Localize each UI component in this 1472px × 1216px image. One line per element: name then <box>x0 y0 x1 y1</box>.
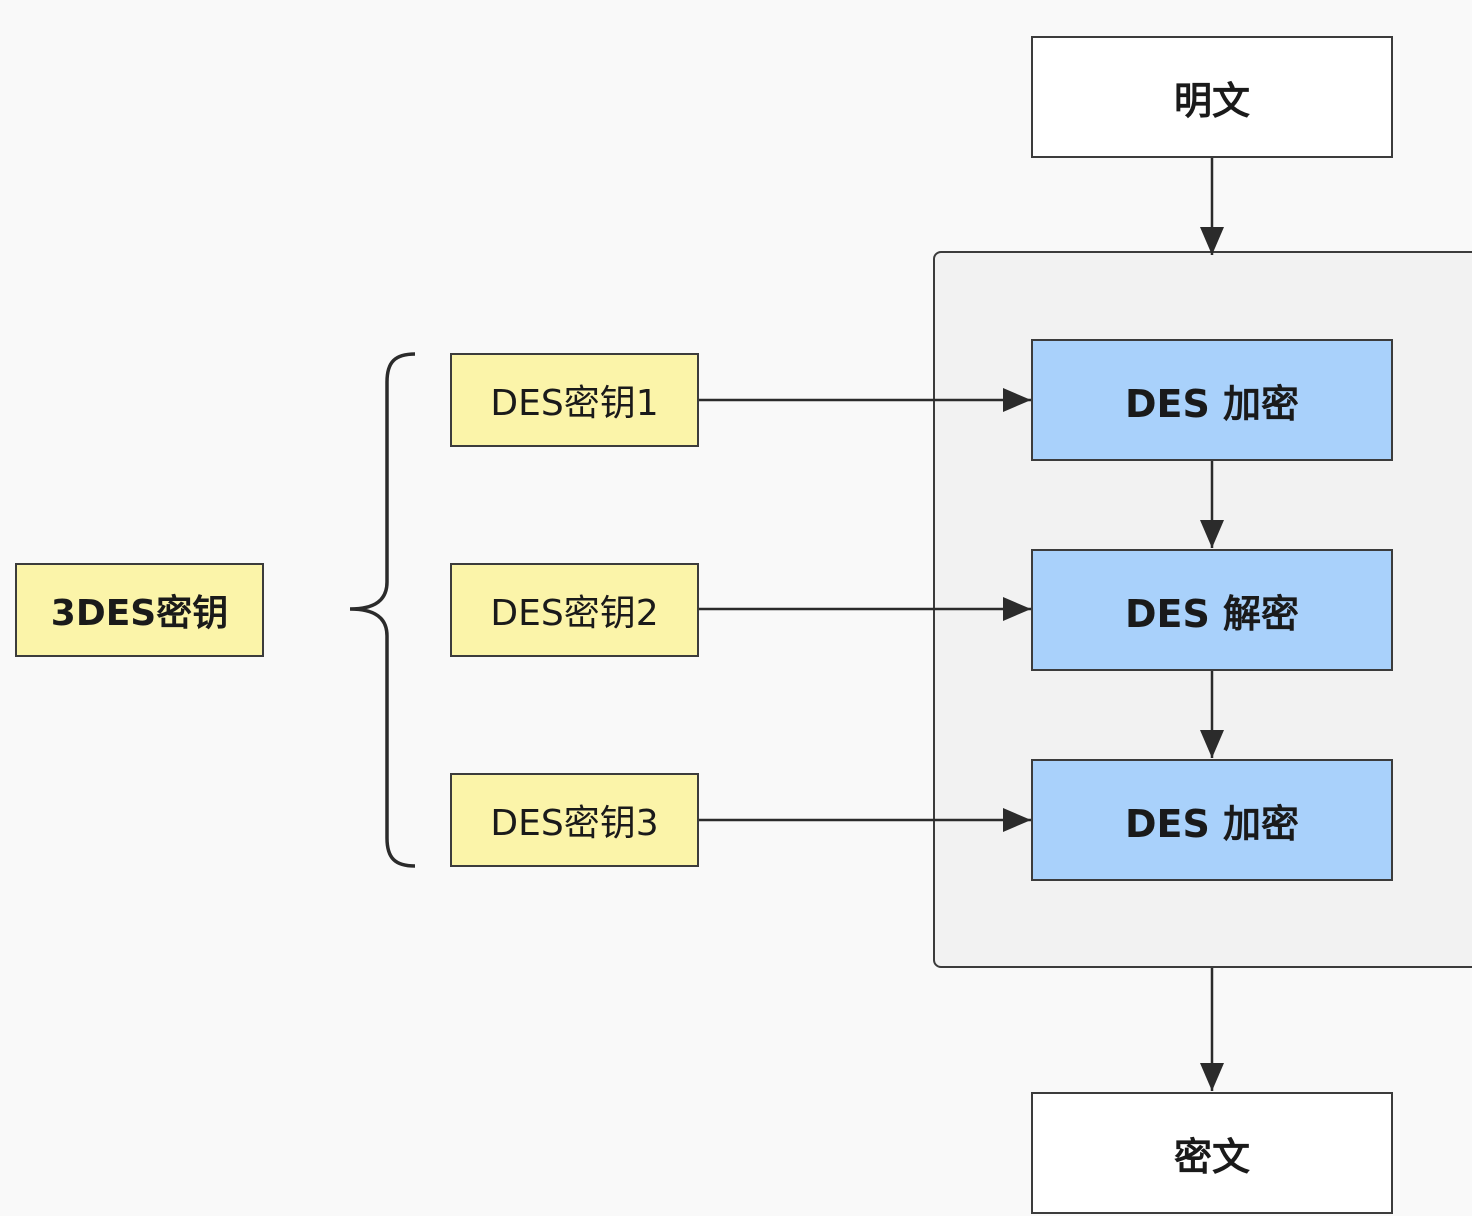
key-1-box: DES密钥1 <box>450 353 699 447</box>
des-encrypt-box-2: DES 加密 <box>1031 759 1393 881</box>
key-1-label: DES密钥1 <box>490 383 659 424</box>
plaintext-label: 明文 <box>1173 78 1250 123</box>
key-3-label: DES密钥3 <box>490 803 659 844</box>
curly-brace <box>349 352 416 868</box>
des-decrypt-box: DES 解密 <box>1031 549 1393 671</box>
des-encrypt-label-2: DES 加密 <box>1124 801 1300 846</box>
des-decrypt-label: DES 解密 <box>1124 591 1300 636</box>
key-3des-box: 3DES密钥 <box>15 563 264 657</box>
key-3-box: DES密钥3 <box>450 773 699 867</box>
key-2-box: DES密钥2 <box>450 563 699 657</box>
plaintext-box: 明文 <box>1031 36 1393 158</box>
des-encrypt-label-1: DES 加密 <box>1124 381 1300 426</box>
key-2-label: DES密钥2 <box>490 593 659 634</box>
ciphertext-label: 密文 <box>1173 1134 1250 1179</box>
key-3des-label: 3DES密钥 <box>50 593 229 634</box>
des-encrypt-box-1: DES 加密 <box>1031 339 1393 461</box>
ciphertext-box: 密文 <box>1031 1092 1393 1214</box>
